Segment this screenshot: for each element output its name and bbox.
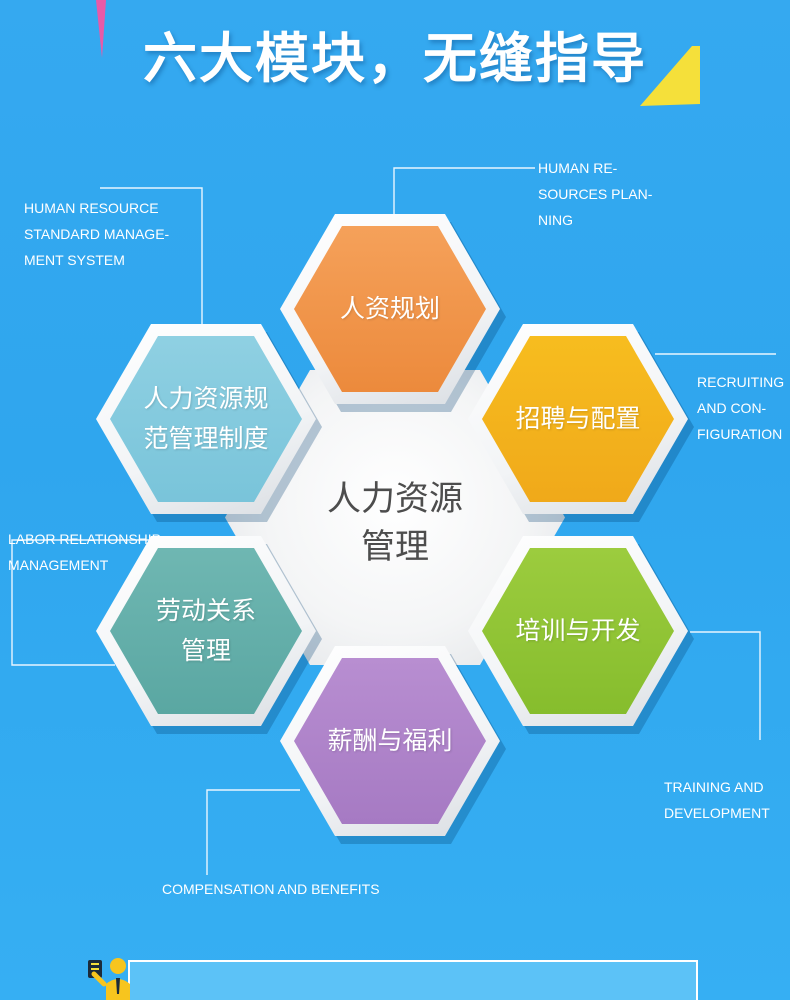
module-label-standard: 人力资源规 范管理制度	[143, 384, 269, 453]
center-label: 人力资源 管理	[327, 479, 463, 567]
bottom-content-bar	[128, 960, 698, 1000]
module-label-planning: 人资规划	[339, 294, 440, 323]
module-label-labor: 劳动关系 管理	[155, 596, 256, 665]
module-label-training: 培训与开发	[515, 616, 641, 645]
english-label-labor: LABOR RELATIONSHIP MANAGEMENT	[8, 531, 162, 573]
pink-accent-icon	[96, 0, 106, 58]
module-label-recruiting: 招聘与配置	[515, 404, 641, 433]
english-label-compensation: COMPENSATION AND BENEFITS	[162, 881, 380, 897]
title-accents	[96, 0, 700, 106]
module-hexagon-labor: 劳动关系 管理	[96, 536, 316, 726]
presenter-icon	[88, 958, 130, 1000]
yellow-accent-icon	[640, 46, 700, 106]
english-label-recruiting: RECRUITING AND CON- FIGURATION	[697, 374, 785, 442]
english-label-standard: HUMAN RESOURCE STANDARD MANAGE- MENT SYS…	[24, 200, 170, 268]
page-title: 六大模块，无缝指导	[143, 27, 647, 90]
english-label-training: TRAINING AND DEVELOPMENT	[664, 779, 770, 821]
module-label-compensation: 薪酬与福利	[327, 726, 453, 755]
english-label-planning: HUMAN RE- SOURCES PLAN- NING	[538, 160, 653, 228]
module-hexagon-compensation: 薪酬与福利	[280, 646, 500, 836]
module-hexagon-training: 培训与开发	[468, 536, 688, 726]
